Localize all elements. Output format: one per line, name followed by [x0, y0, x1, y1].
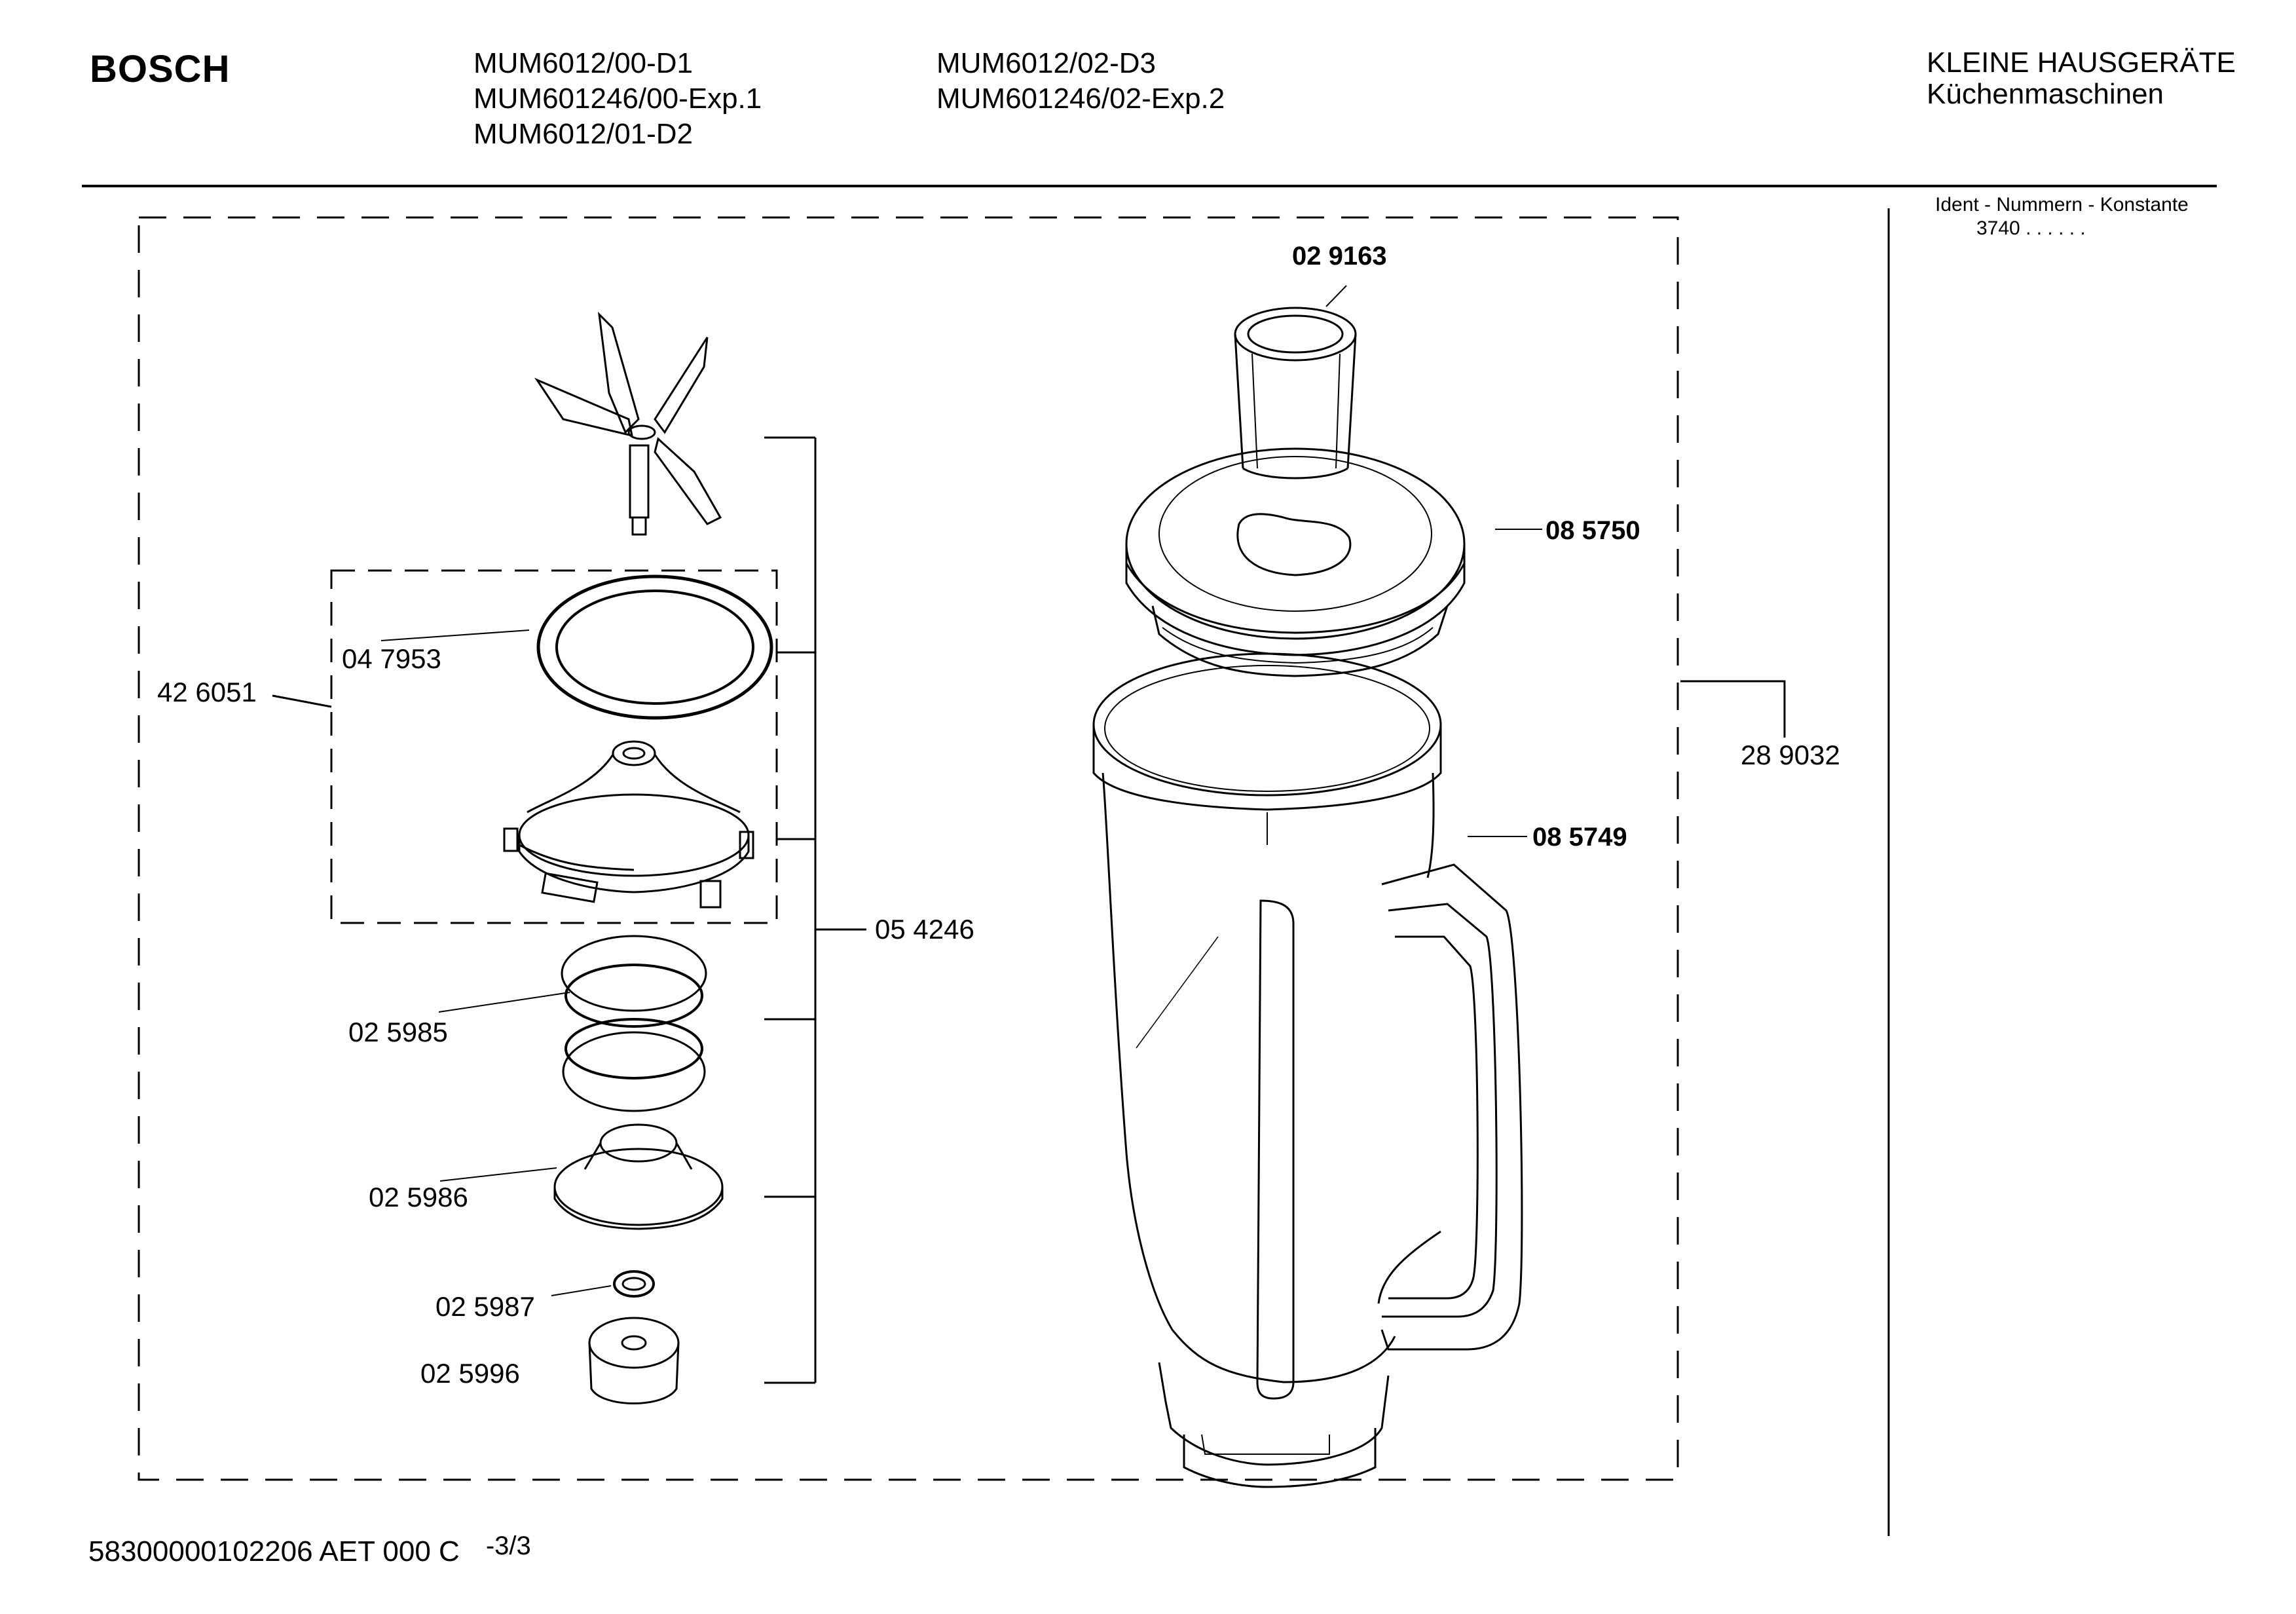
- leader-426051: [272, 694, 332, 708]
- part-label-025986: 02 5986: [369, 1182, 468, 1212]
- part-label-047953: 04 7953: [342, 643, 441, 674]
- part-label-029163: 02 9163: [1292, 242, 1387, 271]
- blade-drawing: [534, 311, 722, 536]
- page-number: -3/3: [485, 1531, 531, 1560]
- part-label-085749: 08 5749: [1532, 823, 1627, 852]
- lid-085750: [1125, 447, 1466, 677]
- model-list-1: MUM6012/00-D1 MUM601246/00-Exp.1 MUM6012…: [473, 46, 762, 152]
- part-label-085750: 08 5750: [1546, 516, 1640, 545]
- bearing-housing: [503, 740, 754, 909]
- leader-025987: [551, 1285, 612, 1296]
- outer-dashed-frame: [138, 216, 1679, 1481]
- leader-047953: [380, 629, 530, 641]
- part-label-289032: 28 9032: [1741, 740, 1840, 770]
- washer-025987: [613, 1270, 655, 1298]
- model-list-2: MUM6012/02-D3 MUM601246/02-Exp.2: [936, 46, 1225, 117]
- document-code: 58300000102206 AET 000 C: [88, 1535, 460, 1567]
- bracket-289032: [1680, 680, 1786, 738]
- leader-029163: [1325, 285, 1347, 307]
- category-block: KLEINE HAUSGERÄTE Küchenmaschinen: [1927, 47, 2236, 110]
- category-title: KLEINE HAUSGERÄTE: [1927, 47, 2236, 79]
- part-label-025996: 02 5996: [420, 1358, 520, 1389]
- model-number: MUM6012/02-D3: [936, 47, 1157, 79]
- part-label-054246: 05 4246: [875, 914, 974, 945]
- feed-tube-029163: [1234, 307, 1357, 479]
- inner-dashed-group: [330, 569, 778, 924]
- brand-logo: BOSCH: [90, 48, 231, 90]
- part-label-025985: 02 5985: [348, 1017, 448, 1047]
- flanged-seal-025986: [553, 1123, 724, 1230]
- ident-value: 3740 . . . . . .: [1976, 217, 2086, 239]
- model-number: MUM601246/00-Exp.1: [473, 83, 762, 115]
- subcategory-title: Küchenmaschinen: [1927, 78, 2164, 110]
- bushing-025996: [588, 1317, 680, 1404]
- part-label-426051: 42 6051: [157, 677, 257, 707]
- model-number: MUM601246/02-Exp.2: [936, 83, 1225, 115]
- ident-label: Ident - Nummern - Konstante: [1935, 194, 2189, 216]
- leader-025986: [439, 1167, 557, 1182]
- model-number: MUM6012/00-D1: [473, 47, 694, 79]
- bracket-054246: [764, 436, 866, 1384]
- ring-047953: [536, 574, 773, 720]
- model-number: MUM6012/01-D2: [473, 118, 694, 150]
- leader-025985: [438, 992, 570, 1013]
- part-label-025987: 02 5987: [435, 1291, 535, 1322]
- ident-block: Ident - Nummern - Konstante 3740 . . . .…: [1935, 193, 2189, 240]
- seal-rings-025985: [561, 935, 707, 1112]
- footer: 58300000102206 AET 000 C -3/3: [88, 1531, 531, 1568]
- jug-085749: [1092, 652, 1523, 1488]
